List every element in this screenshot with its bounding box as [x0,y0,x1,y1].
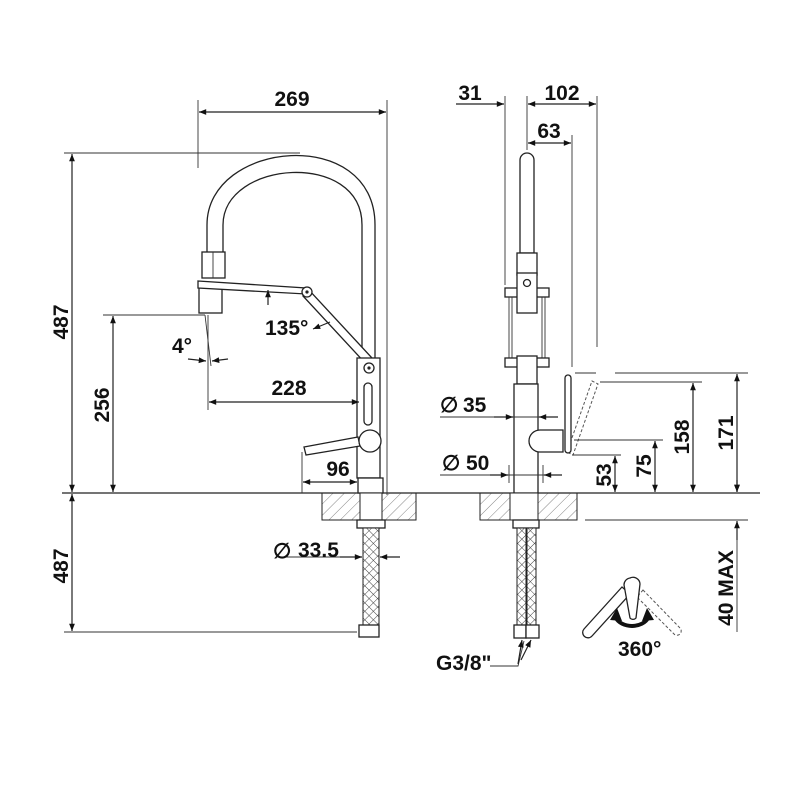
supply-hose-cold [526,527,537,626]
dim-171: 171 [715,415,738,450]
lever-knob [358,429,382,453]
angle-arrow [187,357,207,364]
holder-front [516,355,538,385]
side-view: 269 487 487 256 4° 135° 228 96 ∅ 33.5 [50,88,417,638]
shank [359,492,383,521]
fixing-nut-front [512,519,540,529]
rotation-360-icon [582,576,682,639]
angle-line [204,314,212,367]
front-view: 31 102 63 G3/8" ∅ 35 [436,82,748,675]
hose-nut [358,624,380,638]
spray-body-front [516,272,538,314]
handle-hub [528,429,564,453]
angle-arrow [312,321,331,330]
angle-4: 4° [172,335,192,358]
dim-102: 102 [544,82,579,105]
supply-hose [362,527,380,626]
spray-nut-front [516,252,538,276]
dim-487-height: 487 [50,304,73,339]
lever-center-position [623,576,641,620]
lever-left-position [582,586,631,639]
angle-arrow [211,357,229,363]
diameter-symbol-35: ∅ [440,394,458,417]
dim-50: 50 [466,452,489,475]
dim-40-max: 40 MAX [715,550,738,626]
dim-35: 35 [463,394,487,417]
leader-arrow [520,639,532,661]
lever-right-position [636,589,682,636]
diameter-symbol: ∅ [273,540,291,563]
rotation-360-label: 360° [618,638,661,661]
lever-handle [303,436,361,456]
lever-rotated-outline [566,380,599,456]
diameter-symbol-50: ∅ [442,452,460,475]
dim-96: 96 [326,458,349,481]
dim-33-5: 33.5 [298,539,339,562]
connection-g3-8: G3/8" [436,652,491,675]
dim-53: 53 [593,463,616,486]
dim-63: 63 [537,120,560,143]
lever-front [564,374,572,454]
hose-nut-2 [525,624,540,639]
dim-269: 269 [274,88,309,111]
angle-135: 135° [265,317,308,340]
dim-228: 228 [271,377,306,400]
base-ring [357,477,384,494]
supply-hose-hot [516,527,527,626]
leader-arrow [517,639,524,665]
dim-158: 158 [671,419,694,454]
shank-front [509,492,539,521]
dim-487-hose: 487 [50,548,73,583]
spout-tube [519,152,535,254]
leader-line [490,640,525,667]
pivot-bottom-pin [367,366,371,370]
spray-nut [201,251,226,279]
pivot-top-pin [305,290,309,294]
hose-nut-1 [513,624,527,639]
dim-75: 75 [633,454,656,478]
arrow-head-icon [610,608,622,621]
dim-31: 31 [458,82,482,105]
dim-256: 256 [91,387,114,422]
body-slot [363,382,373,426]
clamp-screw [522,278,532,288]
rotation-arc-icon [614,616,650,628]
fixing-nut [356,519,386,529]
arrow-head-icon [642,608,654,621]
